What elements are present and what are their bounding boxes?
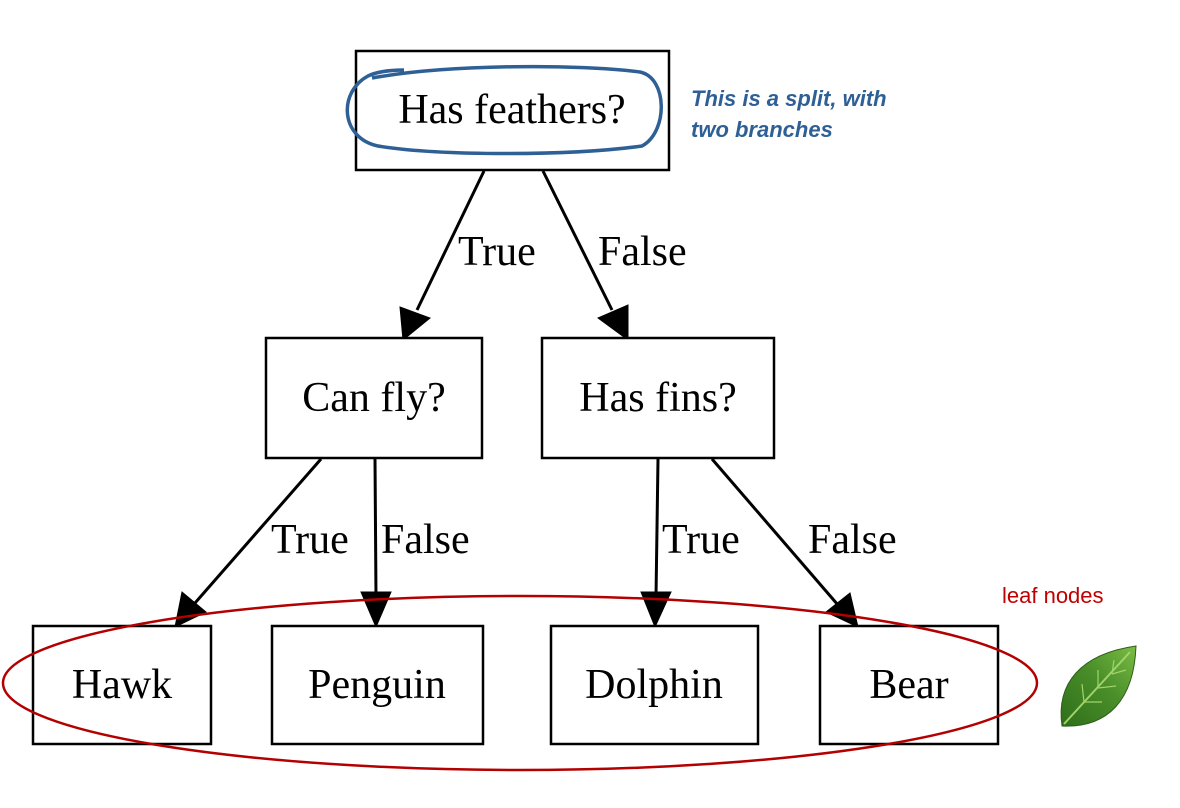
edge-label-root-right: False xyxy=(598,229,687,275)
leaf-node-bear-label: Bear xyxy=(869,662,948,708)
leaf-node-hawk-label: Hawk xyxy=(72,662,172,708)
node-right-label: Has fins? xyxy=(579,375,736,421)
leaf-icon xyxy=(1060,645,1137,727)
leaf-nodes-annotation: leaf nodes xyxy=(1002,583,1104,608)
edge-label-root-left: True xyxy=(458,229,536,275)
leaf-node-hawk: Hawk xyxy=(31,624,213,746)
leaf-node-penguin: Penguin xyxy=(270,624,485,746)
leaf-node-bear: Bear xyxy=(818,624,1000,746)
leaf-node-penguin-label: Penguin xyxy=(308,662,446,708)
node-right: Has fins? xyxy=(540,336,776,460)
edge-label-left-leaf2: False xyxy=(381,517,470,563)
edge-root-right xyxy=(541,170,629,341)
edge-label-left-leaf1: True xyxy=(271,517,349,563)
leaf-node-dolphin: Dolphin xyxy=(549,624,760,746)
edge-right-leaf4 xyxy=(710,458,859,628)
node-left-label: Can fly? xyxy=(302,375,445,421)
leaf-nodes-highlight-ellipse xyxy=(1,594,1039,772)
edge-right-leaf3 xyxy=(640,458,672,629)
node-root-label: Has feathers? xyxy=(398,87,625,133)
split-highlight-loop xyxy=(345,64,663,156)
leaf-node-dolphin-label: Dolphin xyxy=(585,662,723,708)
split-annotation-line2: two branches xyxy=(691,117,833,142)
edge-root-left xyxy=(399,170,486,341)
node-left: Can fly? xyxy=(264,336,484,460)
edge-label-right-leaf4: False xyxy=(808,517,897,563)
edge-label-right-leaf3: True xyxy=(662,517,740,563)
split-annotation-line1: This is a split, with xyxy=(691,86,887,111)
